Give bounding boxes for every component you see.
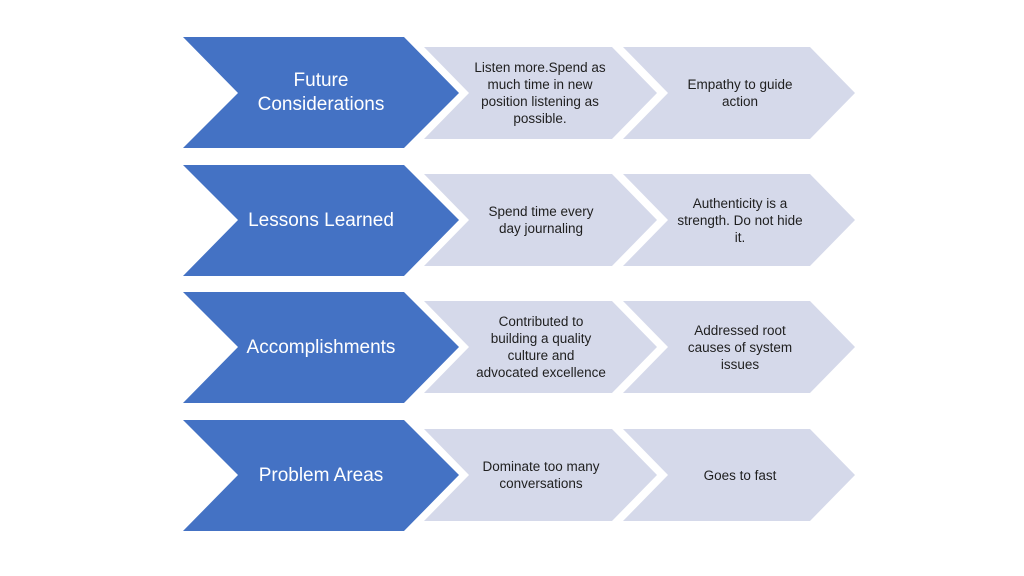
row-4-step-1-text: Dominate too many conversations xyxy=(482,459,600,491)
row-2-main-chevron xyxy=(183,165,459,276)
row-4-step-1-chevron xyxy=(424,429,657,521)
row-4-step-2-chevron xyxy=(623,429,855,521)
row-1-step-1-text: Listen more.Spend as much time in new po… xyxy=(474,60,606,126)
row-3-title: Accomplishments xyxy=(246,336,396,358)
row-3-step-2-text: Addressed root causes of system issues xyxy=(687,322,793,372)
row-1-main-chevron xyxy=(183,37,459,148)
row-2-title: Lessons Learned xyxy=(248,209,394,231)
row-2-step-1-chevron xyxy=(424,174,657,266)
row-3-step-2-chevron xyxy=(623,301,855,393)
row-4-title: Problem Areas xyxy=(258,464,384,486)
row-3-step-1-chevron xyxy=(424,301,657,393)
row-1-title: Future Considerations xyxy=(257,69,385,115)
row-4-main-chevron xyxy=(183,420,459,531)
row-4-step-2-text: Goes to fast xyxy=(703,467,777,483)
row-1-step-2-chevron xyxy=(623,47,855,139)
row-2-step-2-text: Authenticity is a strength. Do not hide … xyxy=(677,195,803,245)
row-2-step-2-chevron xyxy=(623,174,855,266)
row-1-step-2-text: Empathy to guide action xyxy=(687,77,793,109)
row-3-step-1-text: Contributed to building a quality cultur… xyxy=(476,314,606,380)
row-2-step-1-text: Spend time every day journaling xyxy=(488,204,594,236)
row-1-step-1-chevron xyxy=(424,47,657,139)
row-3-main-chevron xyxy=(183,292,459,403)
